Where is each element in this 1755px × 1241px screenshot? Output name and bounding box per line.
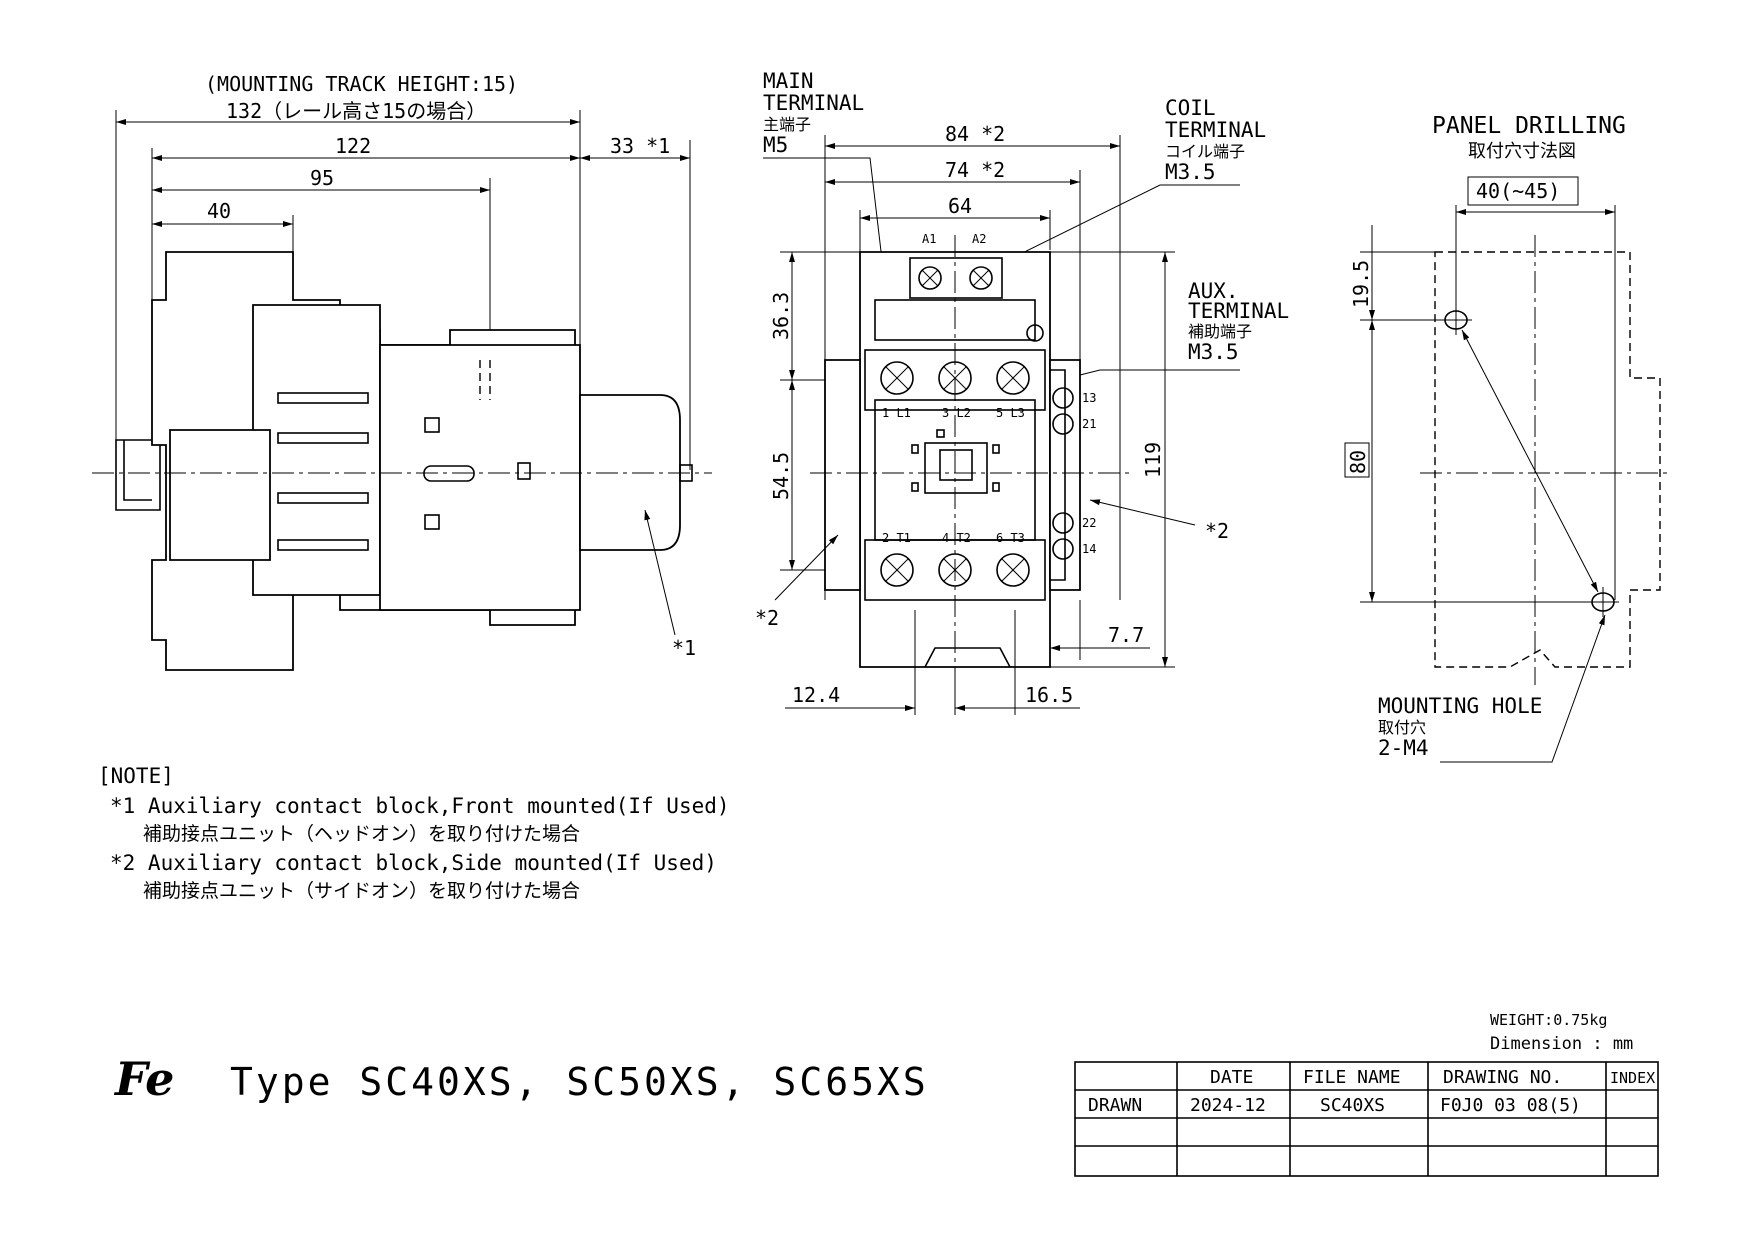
dim-36-3: 36.3	[769, 292, 793, 340]
panel-dim-80: 80	[1346, 450, 1370, 474]
type-title: Type SC40XS, SC50XS, SC65XS	[230, 1060, 929, 1104]
panel-dim-width: 40(~45)	[1476, 179, 1560, 203]
side-view: (MOUNTING TRACK HEIGHT:15) 132（レール高さ15の場…	[92, 72, 712, 671]
panel-drilling-title: PANEL DRILLING	[1432, 113, 1626, 139]
dim-12-4: 12.4	[792, 683, 840, 707]
dim-122: 122	[335, 134, 371, 158]
main-terminal-label: MAIN	[763, 69, 814, 93]
dim-84: 84 *2	[945, 122, 1005, 146]
fe-logo: Fe	[113, 1052, 174, 1106]
star2-left: *2	[755, 606, 779, 630]
dim-54-5: 54.5	[769, 452, 793, 500]
aux-terminal-jp: 補助端子	[1188, 322, 1252, 341]
header-index: INDEX	[1610, 1069, 1655, 1087]
header-file-name: FILE NAME	[1303, 1067, 1401, 1088]
dim-95: 95	[310, 166, 334, 190]
star2-right: *2	[1205, 519, 1229, 543]
coil-a1: A1	[922, 232, 936, 246]
terminal-5l3: 5 L3	[996, 406, 1025, 420]
coil-terminal-label-2: TERMINAL	[1165, 118, 1266, 142]
notes: [NOTE] *1 Auxiliary contact block,Front …	[98, 764, 730, 902]
dim-7-7: 7.7	[1108, 623, 1144, 647]
mounting-hole-label: MOUNTING HOLE	[1378, 694, 1542, 718]
dim-33: 33 *1	[610, 134, 670, 158]
coil-terminal-jp: コイル端子	[1165, 142, 1245, 161]
terminal-1l1: 1 L1	[882, 406, 911, 420]
aux-22: 22	[1082, 516, 1096, 530]
coil-a2: A2	[972, 232, 986, 246]
front-view: MAIN TERMINAL 主端子 M5 COIL TERMINAL コイル端子…	[755, 69, 1289, 715]
main-terminal-jp: 主端子	[763, 115, 811, 134]
coil-terminal-size: M3.5	[1165, 160, 1216, 184]
header-date: DATE	[1210, 1067, 1253, 1088]
aux-terminal-label: AUX.	[1188, 279, 1239, 303]
dimension-unit: Dimension : mm	[1490, 1034, 1633, 1054]
note-1-jp: 補助接点ユニット（ヘッドオン）を取り付けた場合	[143, 823, 580, 845]
terminal-4t2: 4 T2	[942, 531, 971, 545]
main-terminal-size: M5	[763, 133, 788, 157]
note-1-en: *1 Auxiliary contact block,Front mounted…	[110, 794, 730, 818]
dim-74: 74 *2	[945, 158, 1005, 182]
mounting-hole-size: 2-M4	[1378, 736, 1429, 760]
aux-13: 13	[1082, 391, 1096, 405]
row-drawn: DRAWN	[1088, 1095, 1142, 1116]
terminal-6t3: 6 T3	[996, 531, 1025, 545]
note-2-jp: 補助接点ユニット（サイドオン）を取り付けた場合	[143, 880, 580, 902]
terminal-2t1: 2 T1	[882, 531, 911, 545]
aux-terminal-size: M3.5	[1188, 340, 1239, 364]
panel-drilling: PANEL DRILLING 取付穴寸法図 40(~45) 19.5 80 MO…	[1344, 113, 1670, 763]
star1-label: *1	[672, 636, 696, 660]
cell-file-name: SC40XS	[1320, 1095, 1385, 1116]
dim-64: 64	[948, 194, 972, 218]
dim-132: 132（レール高さ15の場合）	[226, 99, 486, 123]
track-note: (MOUNTING TRACK HEIGHT:15)	[205, 72, 518, 96]
note-heading: [NOTE]	[98, 764, 174, 788]
terminal-3l2: 3 L2	[942, 406, 971, 420]
dim-119: 119	[1141, 442, 1165, 478]
coil-terminal-label: COIL	[1165, 96, 1216, 120]
mounting-hole-jp: 取付穴	[1378, 718, 1426, 737]
note-2-en: *2 Auxiliary contact block,Side mounted(…	[110, 851, 717, 875]
aux-14: 14	[1082, 542, 1096, 556]
weight-text: WEIGHT:0.75kg	[1490, 1011, 1607, 1029]
title-block: Fe Type SC40XS, SC50XS, SC65XS WEIGHT:0.…	[113, 1011, 1659, 1177]
cell-drawing-no: F0J0 03 08(5)	[1440, 1095, 1581, 1116]
dim-16-5: 16.5	[1025, 683, 1073, 707]
panel-drilling-jp: 取付穴寸法図	[1468, 141, 1576, 162]
aux-21: 21	[1082, 417, 1096, 431]
aux-terminal-label-2: TERMINAL	[1188, 299, 1289, 323]
panel-dim-19-5: 19.5	[1349, 260, 1373, 308]
main-terminal-label-2: TERMINAL	[763, 91, 864, 115]
cell-date: 2024-12	[1190, 1095, 1266, 1116]
header-drawing-no: DRAWING NO.	[1443, 1067, 1562, 1088]
dim-40: 40	[207, 199, 231, 223]
